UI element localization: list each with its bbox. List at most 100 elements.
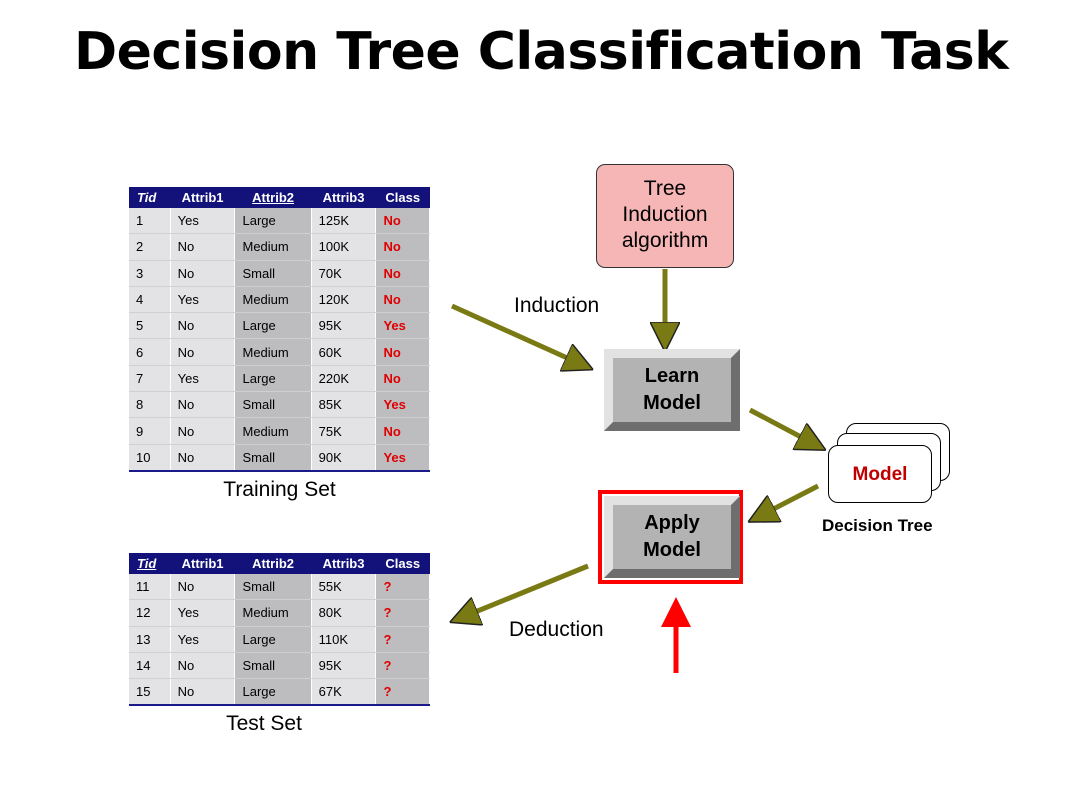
table-cell: No <box>375 365 430 393</box>
table-cell: 55K <box>311 574 377 601</box>
apply-model-line-1: Apply <box>644 512 700 534</box>
table-cell: 8 <box>129 391 171 419</box>
deduction-label: Deduction <box>509 618 604 641</box>
table-cell: Large <box>234 312 312 340</box>
table-cell: No <box>375 208 430 235</box>
table-cell: Small <box>234 574 312 601</box>
apply-model-highlight-frame <box>598 490 743 584</box>
header-class: Class <box>375 187 430 208</box>
table-cell: 13 <box>129 626 171 653</box>
table-cell: 7 <box>129 365 171 393</box>
header-tid: Tid <box>129 553 171 574</box>
table-cell: No <box>375 338 430 366</box>
table-cell: ? <box>375 652 430 680</box>
header-attrib2: Attrib2 <box>234 187 312 208</box>
table-cell: Yes <box>170 208 236 235</box>
table-cell: No <box>375 417 430 445</box>
table-cell: 120K <box>311 286 377 314</box>
tree-induction-algorithm-box: Tree Induction algorithm <box>596 164 734 268</box>
table-cell: Yes <box>375 312 430 340</box>
table-cell: Medium <box>234 338 312 366</box>
header-attrib1: Attrib1 <box>170 187 235 208</box>
table-cell: 75K <box>311 417 377 445</box>
table-cell: 10 <box>129 444 171 472</box>
table-cell: Small <box>234 260 312 287</box>
decision-tree-caption: Decision Tree <box>822 516 933 535</box>
table-cell: 4 <box>129 286 171 314</box>
table-cell: 85K <box>311 391 377 419</box>
table-cell: No <box>170 444 236 472</box>
table-cell: Large <box>234 626 312 653</box>
table-header-row: Tid Attrib1 Attrib2 Attrib3 Class <box>129 187 430 208</box>
table-cell: 14 <box>129 652 171 680</box>
table-cell: 67K <box>311 678 377 706</box>
table-cell: No <box>170 574 236 601</box>
table-cell: 9 <box>129 417 171 445</box>
table-cell: Large <box>234 678 312 706</box>
header-attrib3: Attrib3 <box>311 553 376 574</box>
table-cell: Yes <box>170 286 236 314</box>
algo-line-1: Tree <box>643 177 687 200</box>
header-attrib3: Attrib3 <box>311 187 376 208</box>
table-cell: Yes <box>375 444 430 472</box>
table-cell: 80K <box>311 599 377 627</box>
table-cell: 5 <box>129 312 171 340</box>
table-cell: 15 <box>129 678 171 706</box>
model-to-apply-arrow <box>756 483 820 518</box>
table-cell: No <box>170 678 236 706</box>
header-class: Class <box>375 553 430 574</box>
table-cell: 90K <box>311 444 377 472</box>
table-cell: Small <box>234 391 312 419</box>
model-label: Model <box>852 464 908 485</box>
learn-model-box: Learn Model <box>604 349 740 431</box>
table-cell: 60K <box>311 338 377 366</box>
learn-to-model-arrow <box>748 407 818 446</box>
table-cell: No <box>170 312 236 340</box>
apply-model-line-2: Model <box>643 539 701 561</box>
table-cell: 95K <box>311 312 377 340</box>
table-cell: ? <box>375 599 430 627</box>
table-cell: 6 <box>129 338 171 366</box>
table-cell: 1 <box>129 208 171 235</box>
apply-model-box: Apply Model <box>604 496 740 578</box>
table-cell: Small <box>234 444 312 472</box>
table-cell: No <box>170 260 236 287</box>
table-cell: Yes <box>170 599 236 627</box>
table-cell: Medium <box>234 417 312 445</box>
table-cell: Medium <box>234 599 312 627</box>
test-set-caption: Test Set <box>226 712 302 735</box>
table-cell: No <box>170 391 236 419</box>
table-cell: Large <box>234 208 312 235</box>
table-cell: ? <box>375 626 430 653</box>
table-cell: 11 <box>129 574 171 601</box>
induction-label: Induction <box>514 294 600 317</box>
table-header-row: Tid Attrib1 Attrib2 Attrib3 Class <box>129 553 430 574</box>
table-cell: 220K <box>311 365 377 393</box>
table-cell: No <box>170 338 236 366</box>
training-set-caption: Training Set <box>223 478 336 501</box>
deduction-arrow <box>458 563 589 619</box>
table-cell: No <box>375 260 430 287</box>
table-cell: 95K <box>311 652 377 680</box>
table-cell: No <box>170 652 236 680</box>
table-cell: 12 <box>129 599 171 627</box>
learn-model-line-2: Model <box>643 392 701 414</box>
table-cell: 70K <box>311 260 377 287</box>
table-cell: Small <box>234 652 312 680</box>
